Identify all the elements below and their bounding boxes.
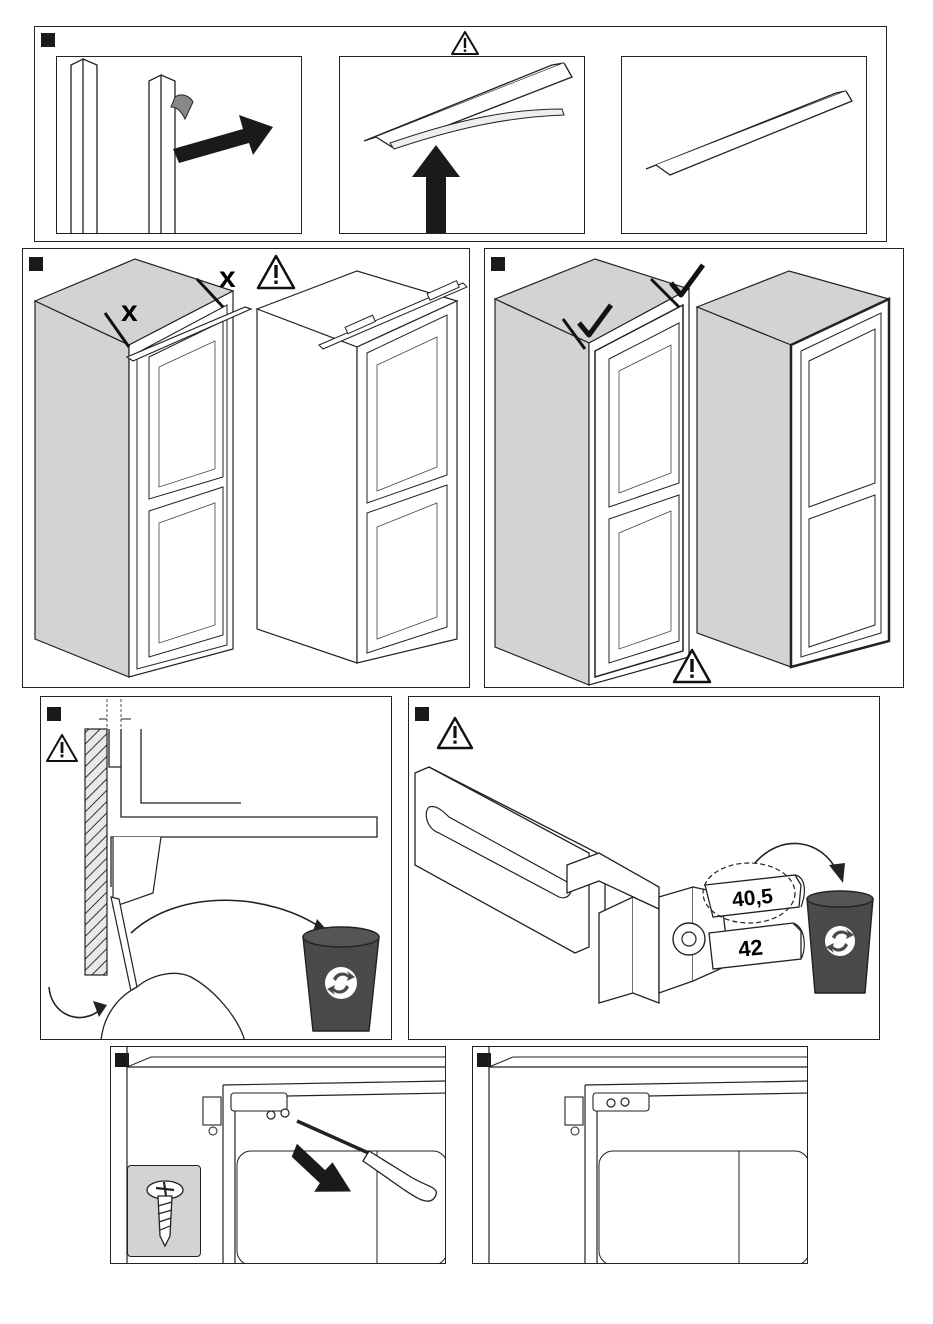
cross-mark-icon: x [121, 295, 138, 329]
arrow-icon [131, 900, 323, 933]
warning-triangle-icon [671, 647, 713, 685]
arrow-icon [755, 843, 837, 871]
warning-triangle-icon [450, 30, 480, 56]
sub-peel-strips [56, 56, 302, 234]
check-mark-icon [671, 265, 703, 295]
arrow-icon [283, 1144, 360, 1205]
sub-strip-flat [621, 56, 867, 234]
step-marker [41, 33, 55, 47]
panel-cabinet-wrong: x x [22, 248, 470, 688]
peel-tab [171, 95, 193, 119]
panel-cabinet-right [484, 248, 904, 688]
screw-inset [127, 1165, 201, 1257]
panel-bracket: 40,5 42 [408, 696, 880, 1040]
label-42: 42 [737, 934, 764, 962]
cross-mark-icon: x [219, 261, 236, 295]
screw-icon [128, 1166, 202, 1258]
label-40-5: 40,5 [731, 885, 774, 913]
sub-strip-lift [339, 56, 585, 234]
panel-gap-detail [40, 696, 392, 1040]
screw-icon [267, 1111, 275, 1119]
arrow-icon [173, 115, 273, 163]
panel-strip [34, 26, 887, 242]
panel-screw-mount [110, 1046, 446, 1264]
screw-icon [621, 1098, 629, 1106]
arrow-icon [412, 145, 460, 234]
screw-icon [607, 1099, 615, 1107]
arrow-icon [49, 987, 101, 1018]
recycle-bin-icon [299, 925, 383, 1035]
recycle-bin-icon [803, 889, 877, 997]
screw-icon [281, 1109, 289, 1117]
panel-screw-done [472, 1046, 808, 1264]
screwdriver-icon [297, 1121, 373, 1155]
